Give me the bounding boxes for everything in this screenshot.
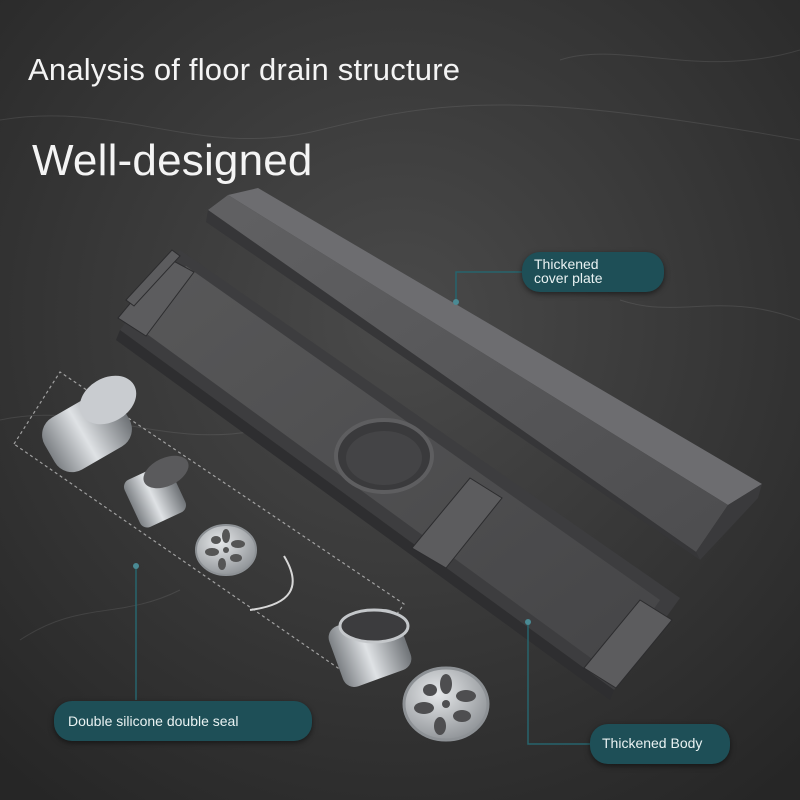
- silicone-seal-ring: [249, 555, 294, 611]
- callout-double-seal: Double silicone double seal: [54, 701, 312, 741]
- callout-cover-plate-line1: Thickened: [534, 256, 599, 272]
- callout-leader-lines: [135, 271, 590, 745]
- callout-thickened-body: Thickened Body: [590, 724, 730, 764]
- strainer-plate-large: [402, 666, 490, 742]
- end-bracket-right: [583, 599, 673, 689]
- heading: Analysis of floor drain structure: [28, 52, 461, 87]
- drain-body: [116, 249, 680, 700]
- cover-plate: [206, 188, 762, 560]
- deodorant-core-large: [42, 375, 137, 473]
- middle-bracket: [411, 477, 503, 569]
- leader-dot-cover: [453, 299, 459, 305]
- deodorant-core-small: [123, 455, 189, 528]
- subheading: Well-designed: [32, 136, 313, 185]
- leader-dot-body: [525, 619, 531, 625]
- deodorant-core-bottom: [328, 608, 412, 688]
- callout-cover-plate-line2: cover plate: [534, 270, 603, 286]
- leader-dot-seal: [133, 563, 139, 569]
- strainer-plate-small: [195, 524, 257, 576]
- callout-cover-plate: Thickened cover plate: [522, 252, 664, 292]
- end-bracket-left: [117, 249, 195, 337]
- drain-outlet-ring: [334, 418, 434, 494]
